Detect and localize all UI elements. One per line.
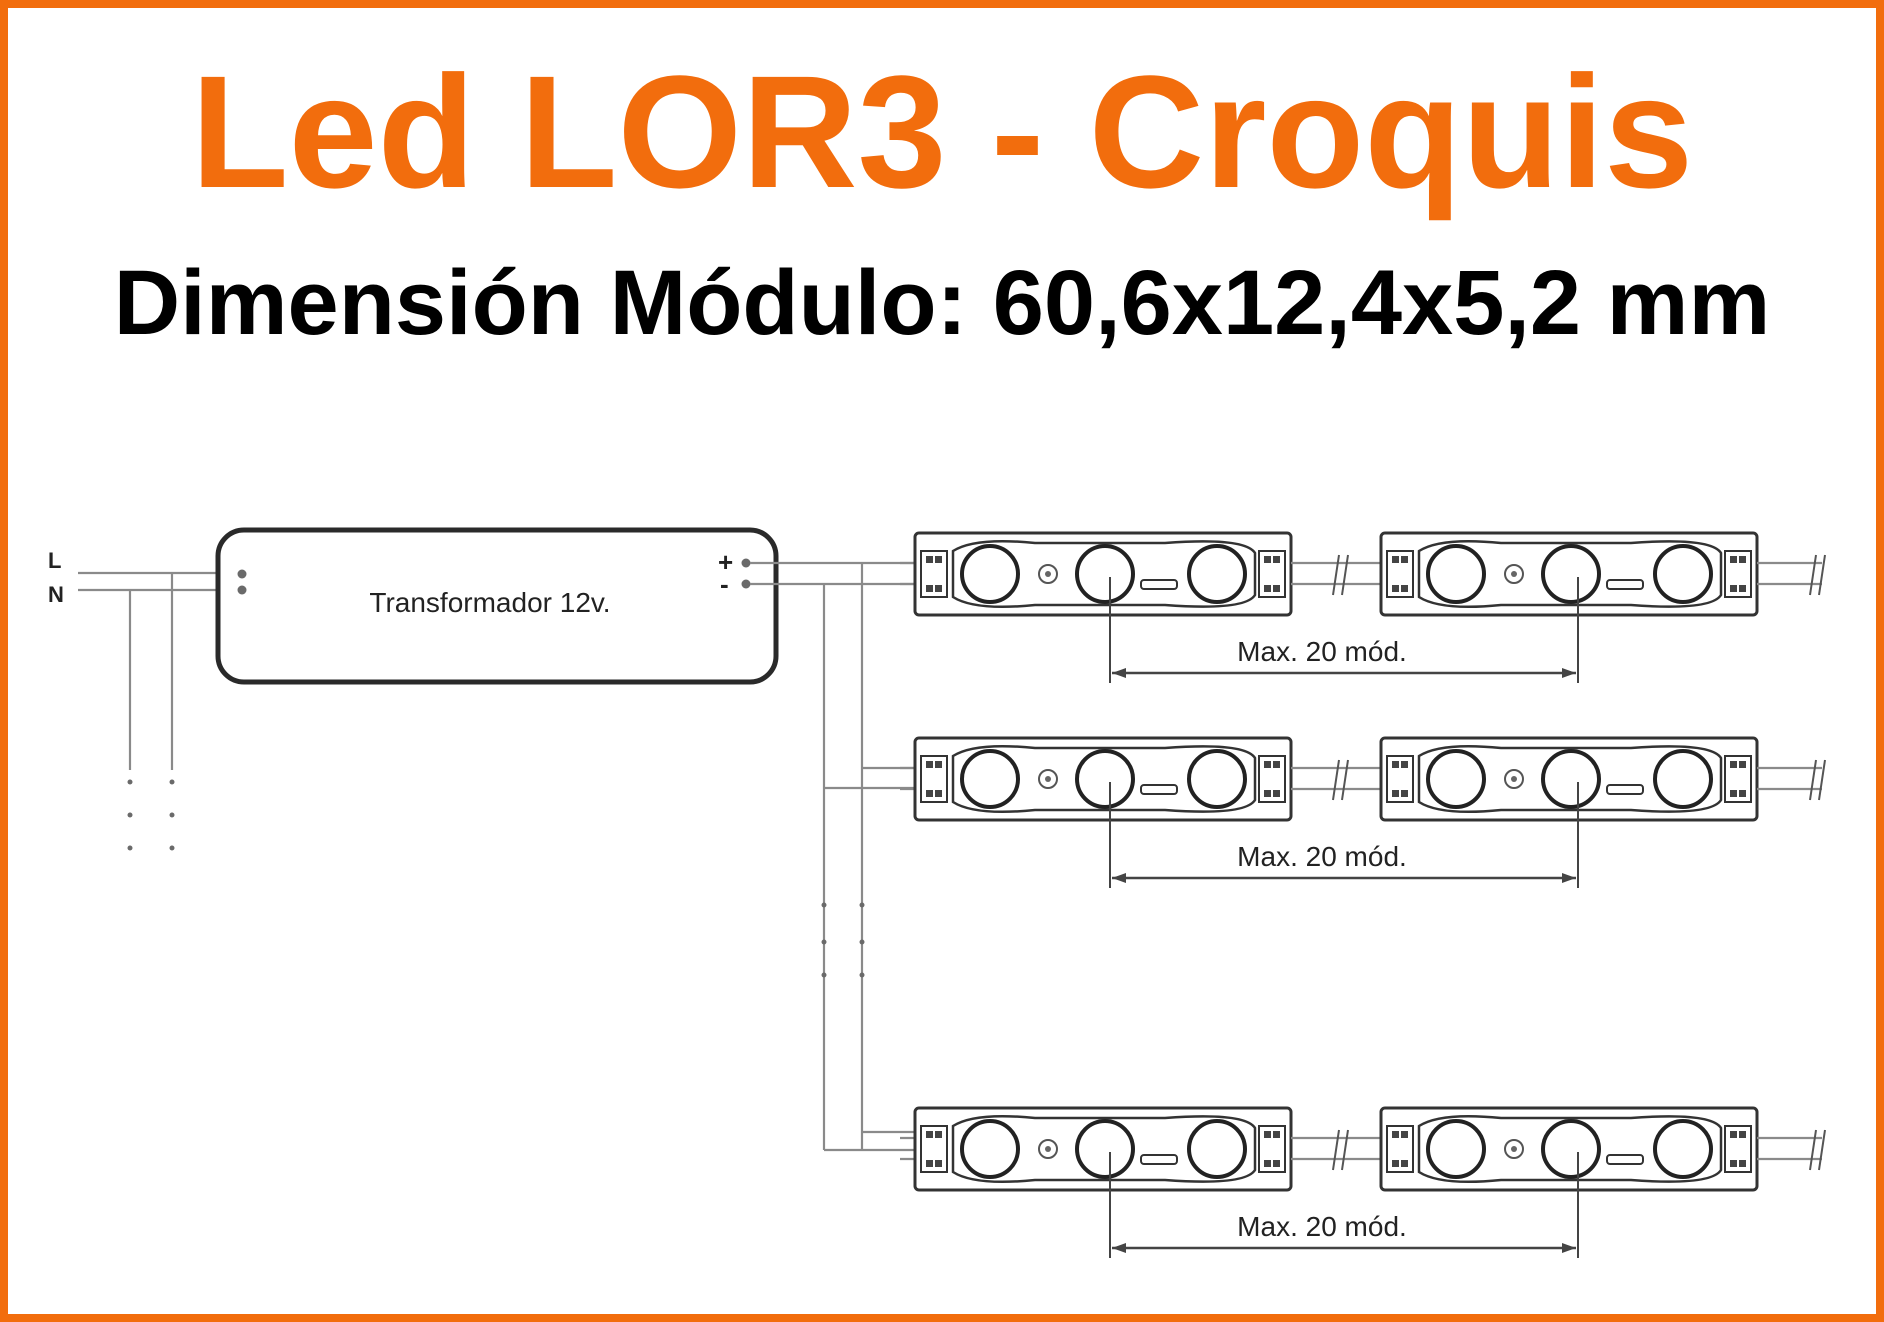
resistor [1606,784,1644,795]
led-module [1379,736,1759,822]
transformer-box: + - Transformador 12v. [215,527,779,685]
continuation-dots-bus [821,902,865,978]
module-dimensions: Dimensión Módulo: 60,6x12,4x5,2 mm [113,252,1771,354]
led-row: Max. 20 mód. [900,531,1826,683]
led-lens [1541,1119,1601,1179]
led-lens [1426,1119,1486,1179]
continuation-dots-mains [127,779,175,851]
led-lens [1426,544,1486,604]
mains-input: L N [48,548,240,851]
led-row: Max. 20 mód. [900,1106,1826,1258]
wire-break-mark [1332,1129,1349,1171]
connector-block [1724,755,1752,803]
l-label: L [48,548,61,573]
connector-block [1258,1125,1286,1173]
connector-block [1258,755,1286,803]
max-modules-dimension: Max. 20 mód. [1109,577,1579,683]
led-module [1379,531,1759,617]
led-lens [1541,749,1601,809]
led-lens [1075,749,1135,809]
led-lens [1541,544,1601,604]
resistor [1140,579,1178,590]
wire-break-mark [1332,554,1349,596]
resistor [1606,1154,1644,1165]
led-lens [1187,1119,1247,1179]
max-modules-label: Max. 20 mód. [1237,636,1407,667]
connector-block [1724,550,1752,598]
resistor [1140,1154,1178,1165]
led-lens [1075,544,1135,604]
wire-break-mark [1809,554,1826,596]
wire-break-mark [1809,759,1826,801]
connector-block [1386,550,1414,598]
led-lens [1187,749,1247,809]
plus-terminal: + [718,547,733,577]
led-lens [1187,544,1247,604]
led-module [913,531,1293,617]
led-row: Max. 20 mód. [900,736,1826,888]
led-lens [960,544,1020,604]
led-lens [1653,544,1713,604]
connector-block [1258,550,1286,598]
led-lens [1075,1119,1135,1179]
max-modules-dimension: Max. 20 mód. [1109,782,1579,888]
led-lens [960,749,1020,809]
resistor [1140,784,1178,795]
minus-terminal: - [720,569,729,599]
transformer-label: Transformador 12v. [369,587,610,618]
led-lens [1426,749,1486,809]
connector-block [920,1125,948,1173]
connector-block [920,755,948,803]
led-module [913,1106,1293,1192]
n-label: N [48,582,64,607]
led-lens [1653,749,1713,809]
connector-block [920,550,948,598]
led-rows: Max. 20 mód. Max. 20 mód. Max. 20 mód. [900,531,1826,1258]
connector-block [1386,755,1414,803]
led-module [913,736,1293,822]
led-lens [960,1119,1020,1179]
led-module [1379,1106,1759,1192]
wire-break-mark [1332,759,1349,801]
connector-block [1386,1125,1414,1173]
max-modules-label: Max. 20 mód. [1237,841,1407,872]
wire-break-mark [1809,1129,1826,1171]
connector-block [1724,1125,1752,1173]
led-lens [1653,1119,1713,1179]
page-title: Led LOR3 - Croquis [190,42,1694,221]
max-modules-label: Max. 20 mód. [1237,1211,1407,1242]
max-modules-dimension: Max. 20 mód. [1109,1152,1579,1258]
resistor [1606,579,1644,590]
